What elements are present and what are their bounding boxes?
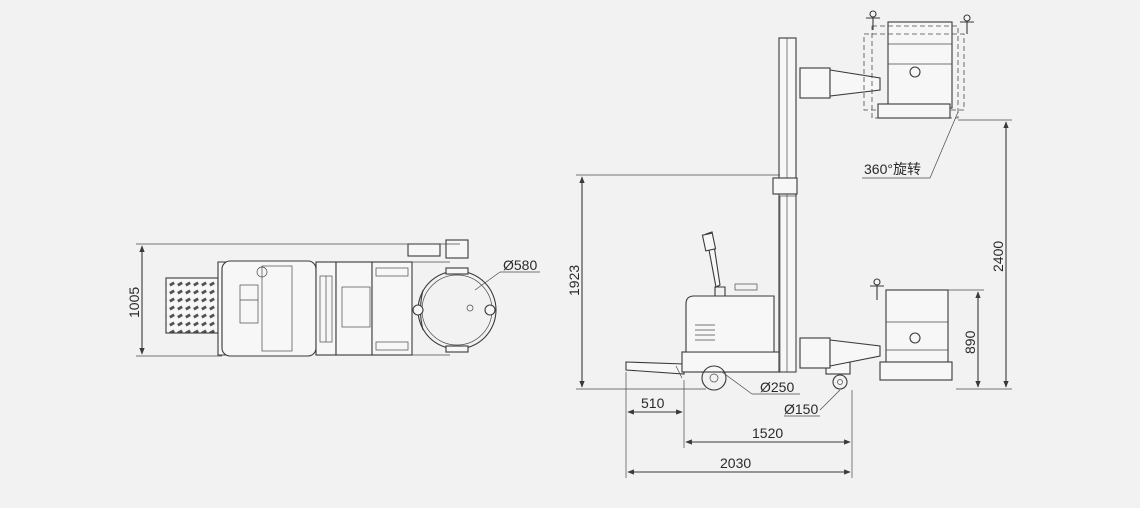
truck-body-top xyxy=(221,260,317,357)
drum-raised xyxy=(887,21,953,109)
dim-width: 1005 xyxy=(126,287,142,318)
dim-load-wheel: Ø150 xyxy=(784,401,818,417)
truck-body-side xyxy=(685,295,775,353)
top-view: Ø580 1005 xyxy=(126,239,540,357)
rotation-note: 360°旋转 xyxy=(864,161,921,177)
dim-front: 510 xyxy=(641,395,665,411)
drum-lowered xyxy=(885,289,949,373)
drum-outline xyxy=(417,270,497,350)
side-view: 1923 2400 890 360°旋转 Ø250 Ø150 510 1520 … xyxy=(566,10,1012,478)
dim-mid-height: 890 xyxy=(962,330,978,354)
dim-lift-height-low: 1923 xyxy=(566,265,582,296)
fork xyxy=(625,361,685,375)
footplate xyxy=(165,277,219,334)
dim-max-height: 2400 xyxy=(990,241,1006,272)
dim-wheelbase: 1520 xyxy=(752,425,783,441)
mast xyxy=(778,37,797,373)
dim-overall-length: 2030 xyxy=(720,455,751,471)
dim-drive-wheel: Ø250 xyxy=(760,379,794,395)
load-wheel xyxy=(832,374,848,390)
drive-wheel xyxy=(701,365,727,391)
dim-drum-diameter: Ø580 xyxy=(503,257,537,273)
